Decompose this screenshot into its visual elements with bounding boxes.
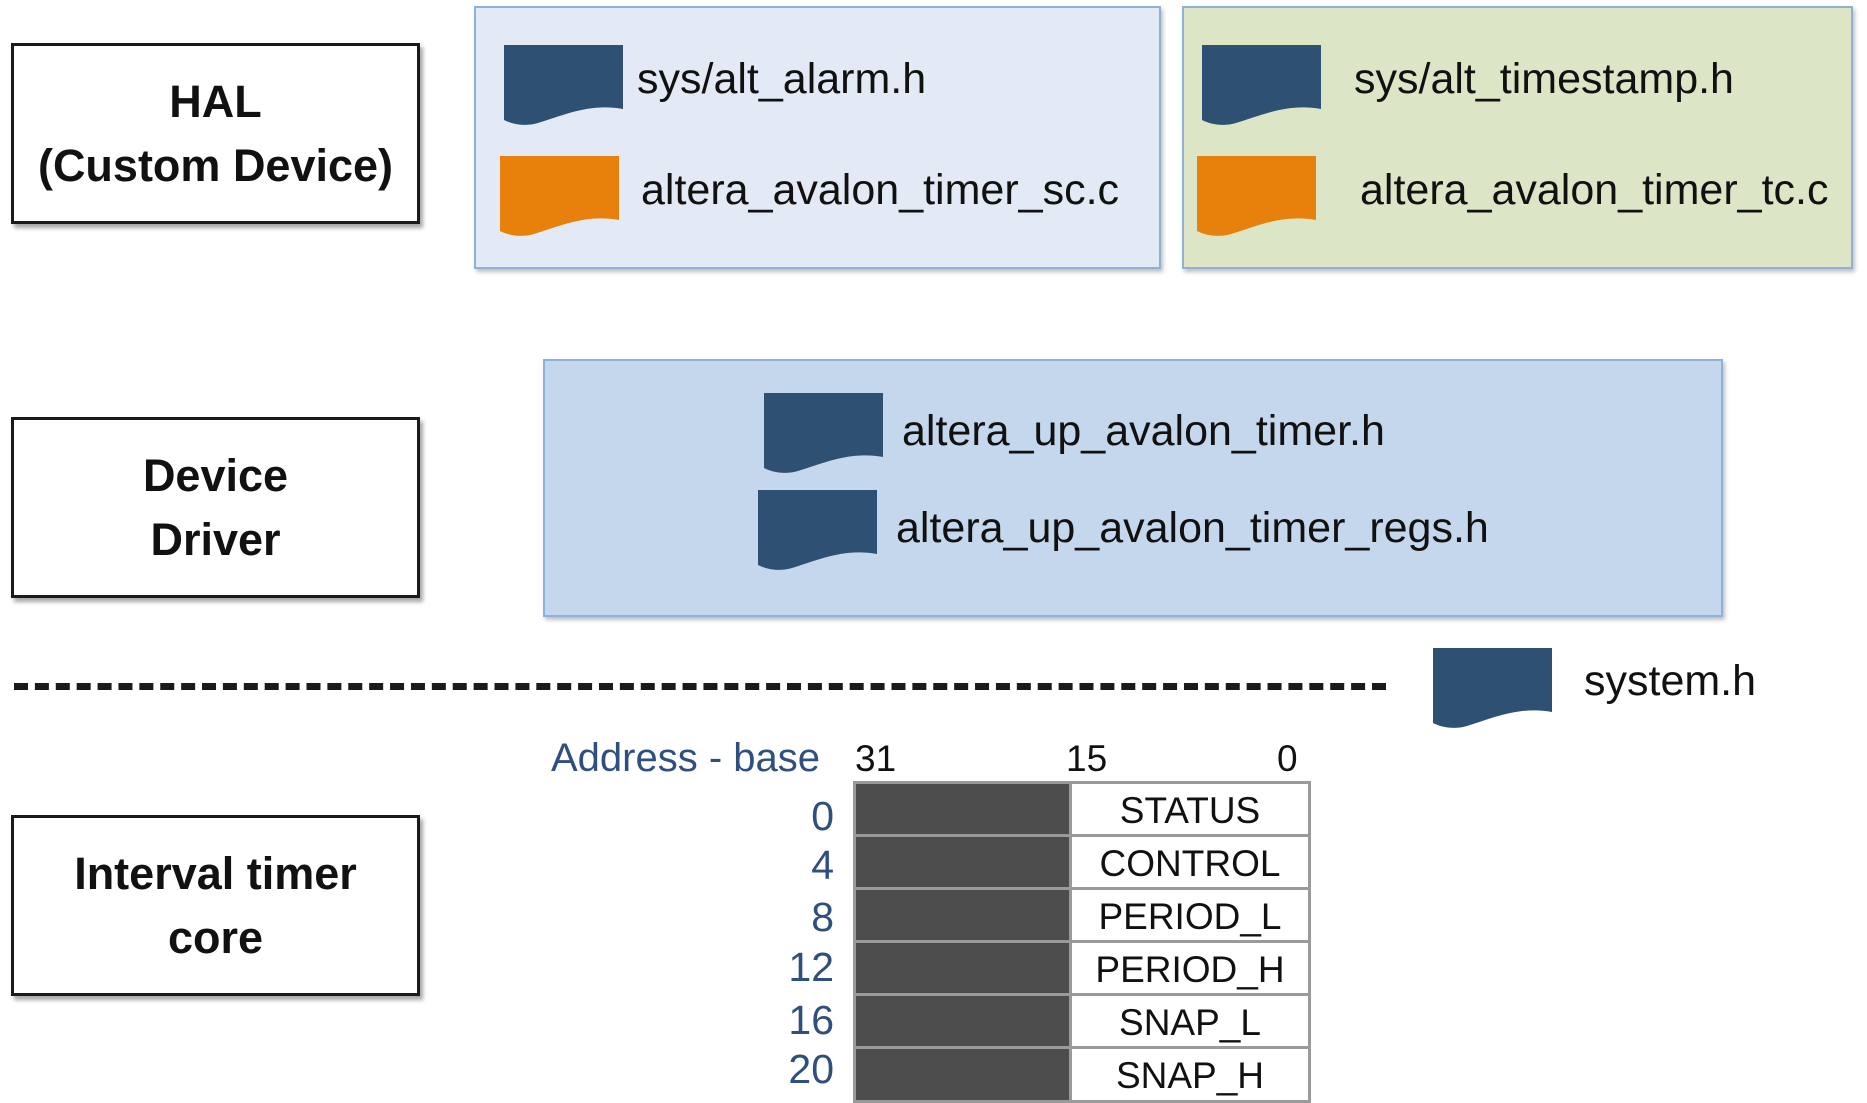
register-row: CONTROL	[856, 837, 1308, 890]
source-file-icon	[1197, 156, 1316, 236]
register-row: PERIOD_L	[856, 890, 1308, 943]
interval-timer-core-layer-box: Interval timer core	[11, 815, 420, 996]
register-offset: 0	[811, 793, 834, 839]
register-name: PERIOD_H	[1072, 943, 1308, 993]
header-file-icon	[758, 490, 877, 570]
header-file-icon	[1202, 45, 1321, 125]
bit-label-0: 0	[1277, 738, 1298, 779]
register-offset: 4	[811, 842, 834, 888]
register-offset: 16	[788, 997, 834, 1043]
address-column-title: Address - base	[551, 736, 821, 780]
register-name: CONTROL	[1072, 837, 1308, 887]
bit-label-31: 31	[855, 738, 897, 779]
register-name: STATUS	[1072, 784, 1308, 834]
register-row: SNAP_H	[856, 1049, 1308, 1103]
register-offset: 8	[811, 894, 834, 940]
register-name: SNAP_H	[1072, 1049, 1308, 1100]
header-file-icon	[764, 393, 883, 473]
register-row: SNAP_L	[856, 996, 1308, 1049]
reserved-bits-cell	[856, 837, 1072, 887]
hal-layer-box: HAL (Custom Device)	[11, 43, 420, 224]
driver-regs-filename: altera_up_avalon_timer_regs.h	[896, 504, 1489, 552]
driver-header-filename: altera_up_avalon_timer.h	[902, 407, 1385, 455]
reserved-bits-cell	[856, 943, 1072, 993]
bit-label-15: 15	[1066, 738, 1108, 779]
register-row: STATUS	[856, 784, 1308, 837]
register-name: PERIOD_L	[1072, 890, 1308, 940]
reserved-bits-cell	[856, 996, 1072, 1046]
reserved-bits-cell	[856, 784, 1072, 834]
reserved-bits-cell	[856, 1049, 1072, 1100]
alarm-source-filename: altera_avalon_timer_sc.c	[641, 166, 1120, 214]
device-driver-layer-box: Device Driver	[11, 417, 420, 598]
hardware-software-separator	[14, 683, 1386, 690]
system-header-filename: system.h	[1584, 657, 1757, 705]
alarm-header-filename: sys/alt_alarm.h	[637, 55, 927, 103]
header-file-icon	[504, 45, 623, 125]
register-offset: 20	[788, 1046, 834, 1092]
register-offset: 12	[788, 944, 834, 990]
register-map-table: STATUS CONTROL PERIOD_L PERIOD_H SNAP_L …	[853, 781, 1311, 1103]
register-row: PERIOD_H	[856, 943, 1308, 996]
timestamp-source-filename: altera_avalon_timer_tc.c	[1360, 166, 1829, 214]
source-file-icon	[500, 156, 619, 236]
driver-group	[543, 359, 1723, 617]
header-file-icon	[1433, 648, 1552, 728]
register-name: SNAP_L	[1072, 996, 1308, 1046]
reserved-bits-cell	[856, 890, 1072, 940]
timestamp-header-filename: sys/alt_timestamp.h	[1354, 55, 1734, 103]
